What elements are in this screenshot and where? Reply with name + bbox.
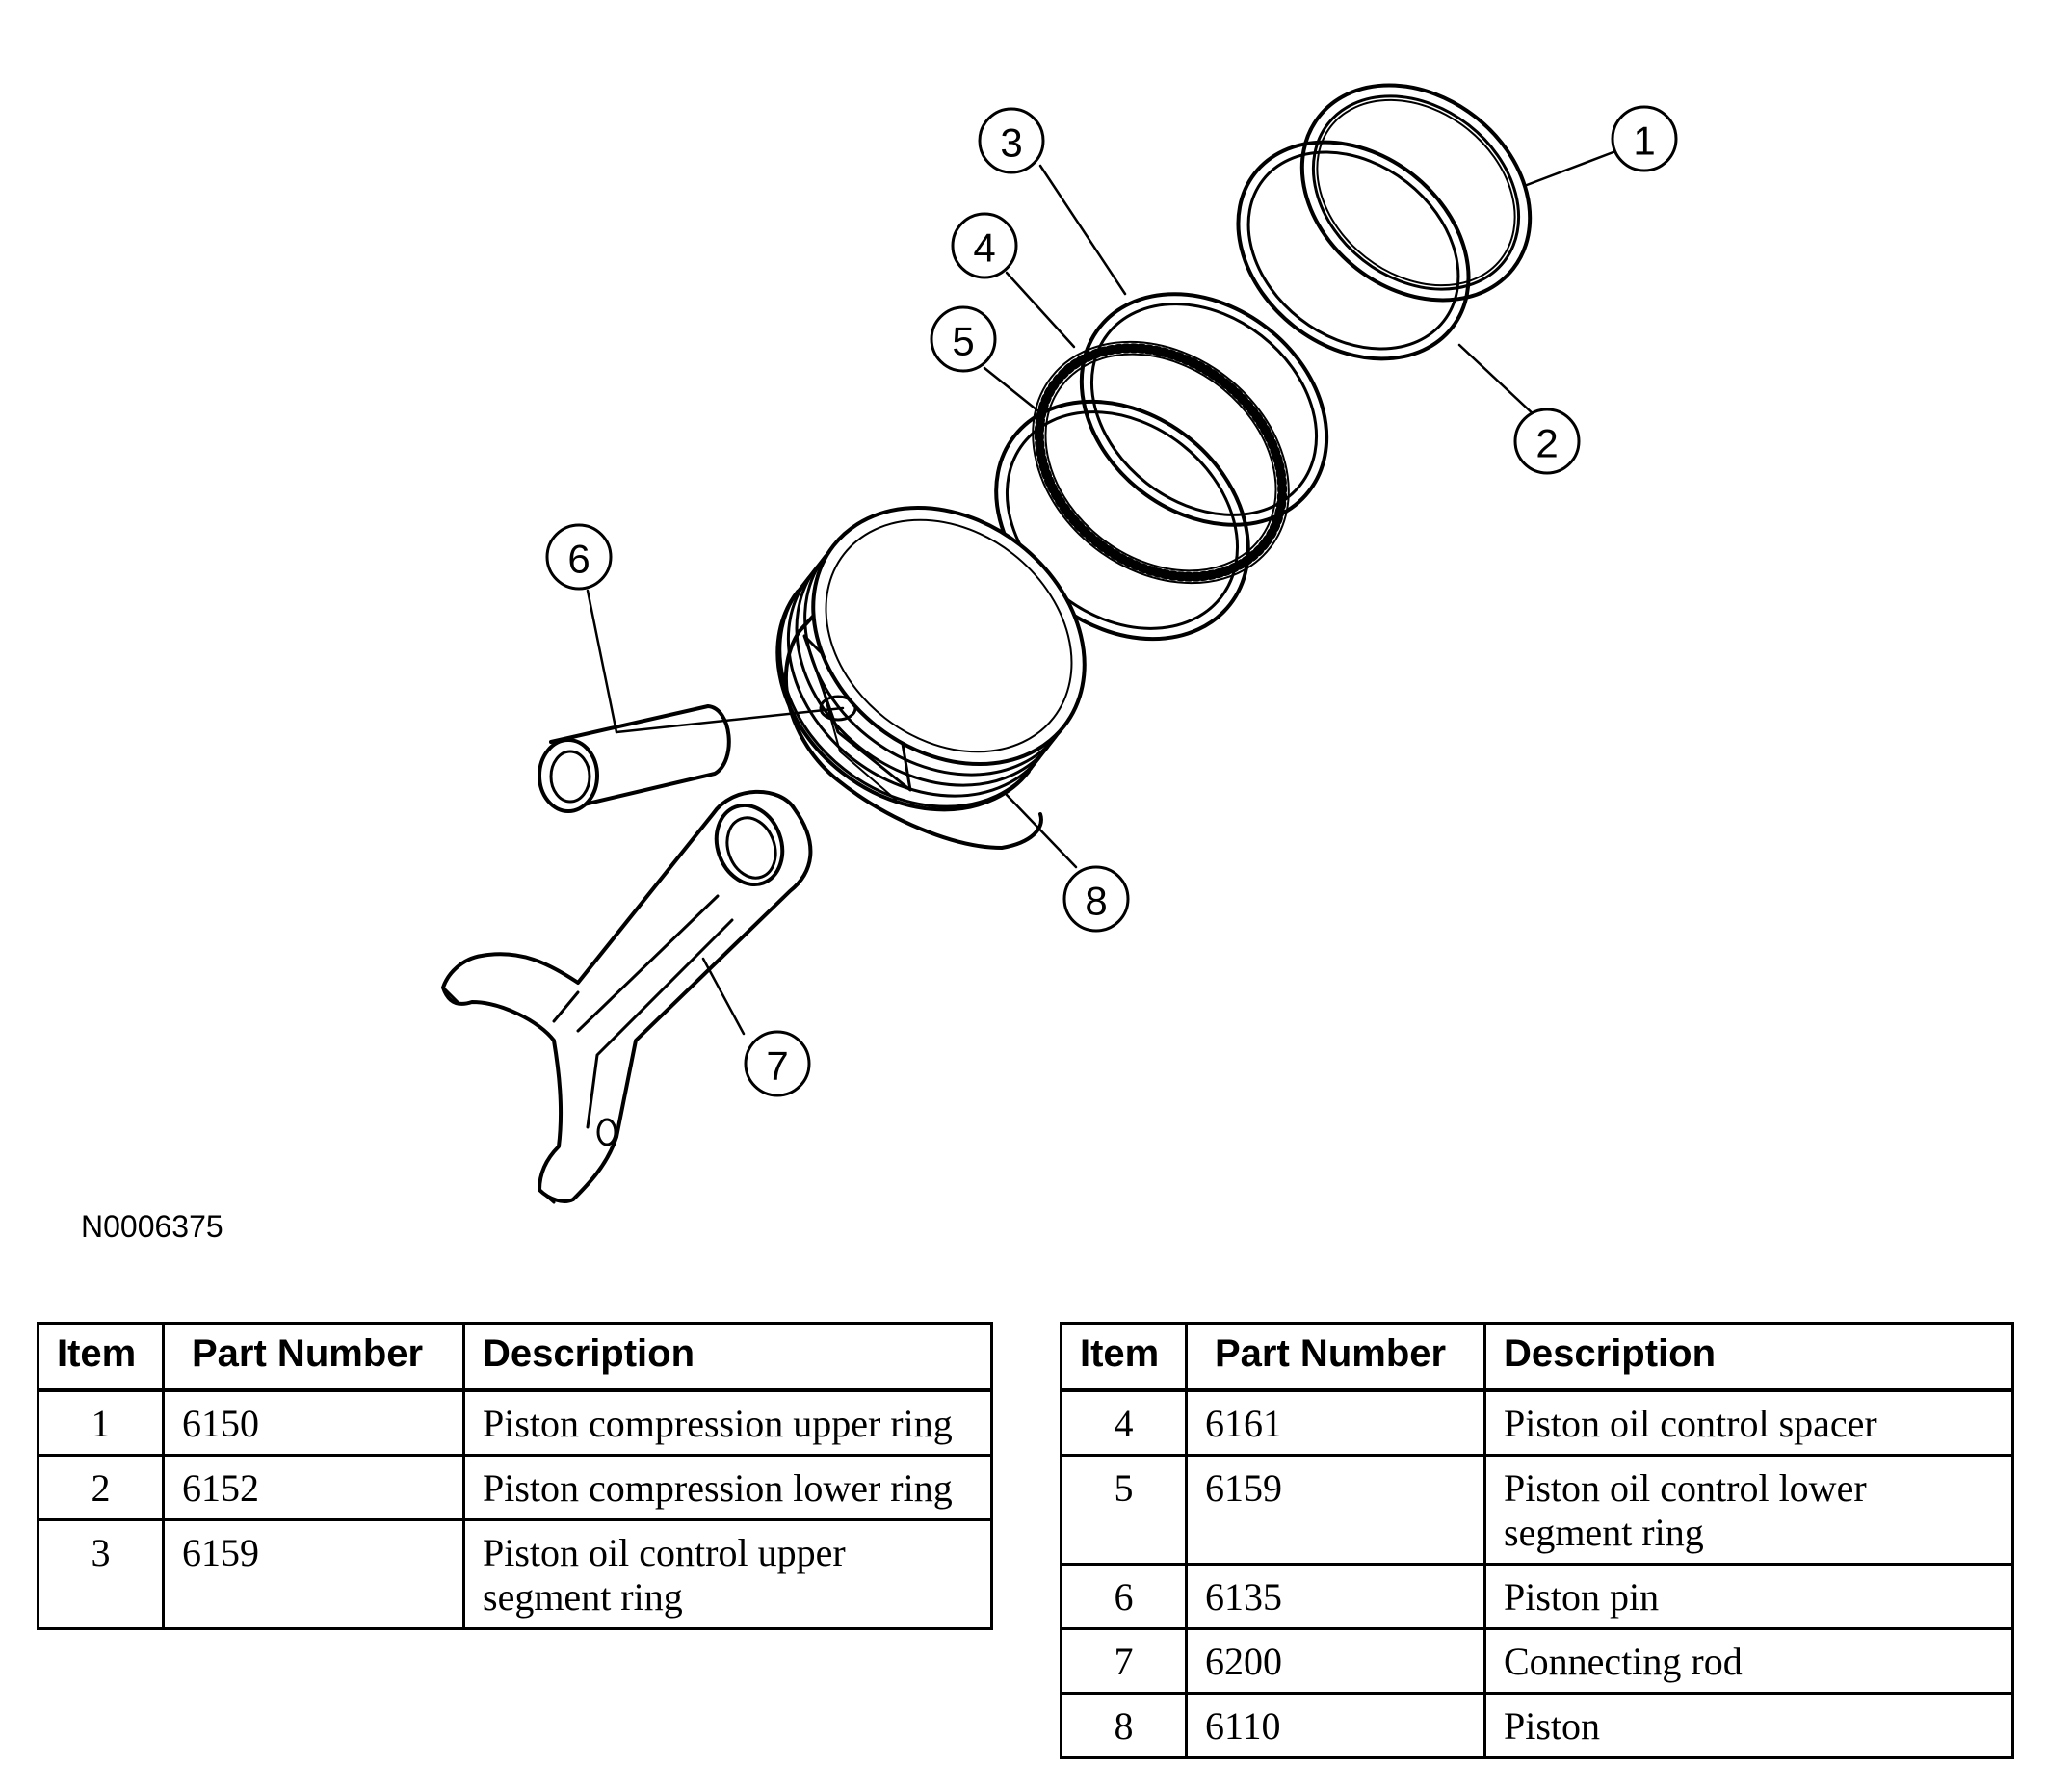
compression-lower-ring [1236, 140, 1471, 361]
cell-item: 2 [37, 1454, 165, 1521]
callout-circle-7 [744, 1030, 811, 1097]
callout-circle-1 [1611, 105, 1678, 172]
cell-part-number: 6200 [1185, 1627, 1486, 1695]
cell-item: 8 [1060, 1692, 1188, 1759]
table-row: 8 6110 Piston [1060, 1692, 2014, 1759]
cell-description: Piston oil control upper segment ring [462, 1518, 993, 1630]
cell-item: 6 [1060, 1563, 1188, 1630]
callout-label-8: 8 [1085, 879, 1107, 924]
cell-item: 1 [37, 1388, 165, 1457]
header-part-number: Part Number [1185, 1322, 1486, 1392]
table-row: 3 6159 Piston oil control upper segment … [37, 1518, 993, 1630]
callout-circle-6 [545, 523, 613, 591]
callout-circle-2 [1513, 408, 1581, 475]
table-row: 7 6200 Connecting rod [1060, 1627, 2014, 1695]
cell-part-number: 6159 [1185, 1454, 1486, 1566]
header-item: Item [37, 1322, 165, 1392]
piston-pin [538, 704, 731, 813]
header-description: Description [1483, 1322, 2014, 1392]
compression-upper-ring [1299, 83, 1533, 303]
callout-circle-8 [1062, 865, 1130, 933]
cell-item: 4 [1060, 1388, 1188, 1457]
callout-circle-5 [930, 305, 997, 373]
cell-description: Piston compression lower ring [462, 1454, 993, 1521]
callout-circles [545, 105, 1678, 1097]
cell-part-number: 6110 [1185, 1692, 1486, 1759]
table-row: 6 6135 Piston pin [1060, 1563, 2014, 1630]
callout-label-3: 3 [1000, 120, 1022, 166]
callout-label-5: 5 [952, 319, 974, 364]
oil-control-spacer [1032, 340, 1290, 585]
header-item: Item [1060, 1322, 1188, 1392]
parts-table-right: Item Part Number Description 4 6161 Pist… [1060, 1322, 2014, 1759]
callout-label-2: 2 [1535, 421, 1558, 466]
connecting-rod [441, 789, 813, 1204]
cell-description: Piston oil control spacer [1483, 1388, 2014, 1457]
table-row: 4 6161 Piston oil control spacer [1060, 1388, 2014, 1457]
exploded-piston-diagram: 1 2 3 4 5 6 7 8 [441, 83, 1678, 1204]
cell-description: Connecting rod [1483, 1627, 2014, 1695]
cell-part-number: 6135 [1185, 1563, 1486, 1630]
cell-item: 5 [1060, 1454, 1188, 1566]
oil-control-upper-segment-ring [1079, 292, 1329, 527]
callout-label-4: 4 [973, 225, 995, 271]
table-header-row: Item Part Number Description [37, 1322, 993, 1392]
cell-part-number: 6161 [1185, 1388, 1486, 1457]
leader-lines [586, 148, 1620, 1036]
cell-part-number: 6152 [162, 1454, 465, 1521]
cell-description: Piston [1483, 1692, 2014, 1759]
callout-circle-4 [951, 212, 1018, 279]
header-part-number: Part Number [162, 1322, 465, 1392]
callout-label-6: 6 [567, 537, 590, 582]
figure-id: N0006375 [81, 1209, 223, 1244]
cell-part-number: 6159 [162, 1518, 465, 1630]
callout-label-1: 1 [1633, 119, 1655, 164]
table-row: 5 6159 Piston oil control lower segment … [1060, 1454, 2014, 1566]
header-description: Description [462, 1322, 993, 1392]
table-row: 1 6150 Piston compression upper ring [37, 1388, 993, 1457]
cell-part-number: 6150 [162, 1388, 465, 1457]
cell-description: Piston compression upper ring [462, 1388, 993, 1457]
cell-description: Piston oil control lower segment ring [1483, 1454, 2014, 1566]
callout-label-7: 7 [766, 1043, 788, 1089]
table-row: 2 6152 Piston compression lower ring [37, 1454, 993, 1521]
parts-table-left: Item Part Number Description 1 6150 Pist… [37, 1322, 993, 1630]
piston [775, 505, 1087, 850]
cell-item: 3 [37, 1518, 165, 1630]
cell-item: 7 [1060, 1627, 1188, 1695]
callout-circle-3 [978, 107, 1045, 174]
table-header-row: Item Part Number Description [1060, 1322, 2014, 1392]
cell-description: Piston pin [1483, 1563, 2014, 1630]
